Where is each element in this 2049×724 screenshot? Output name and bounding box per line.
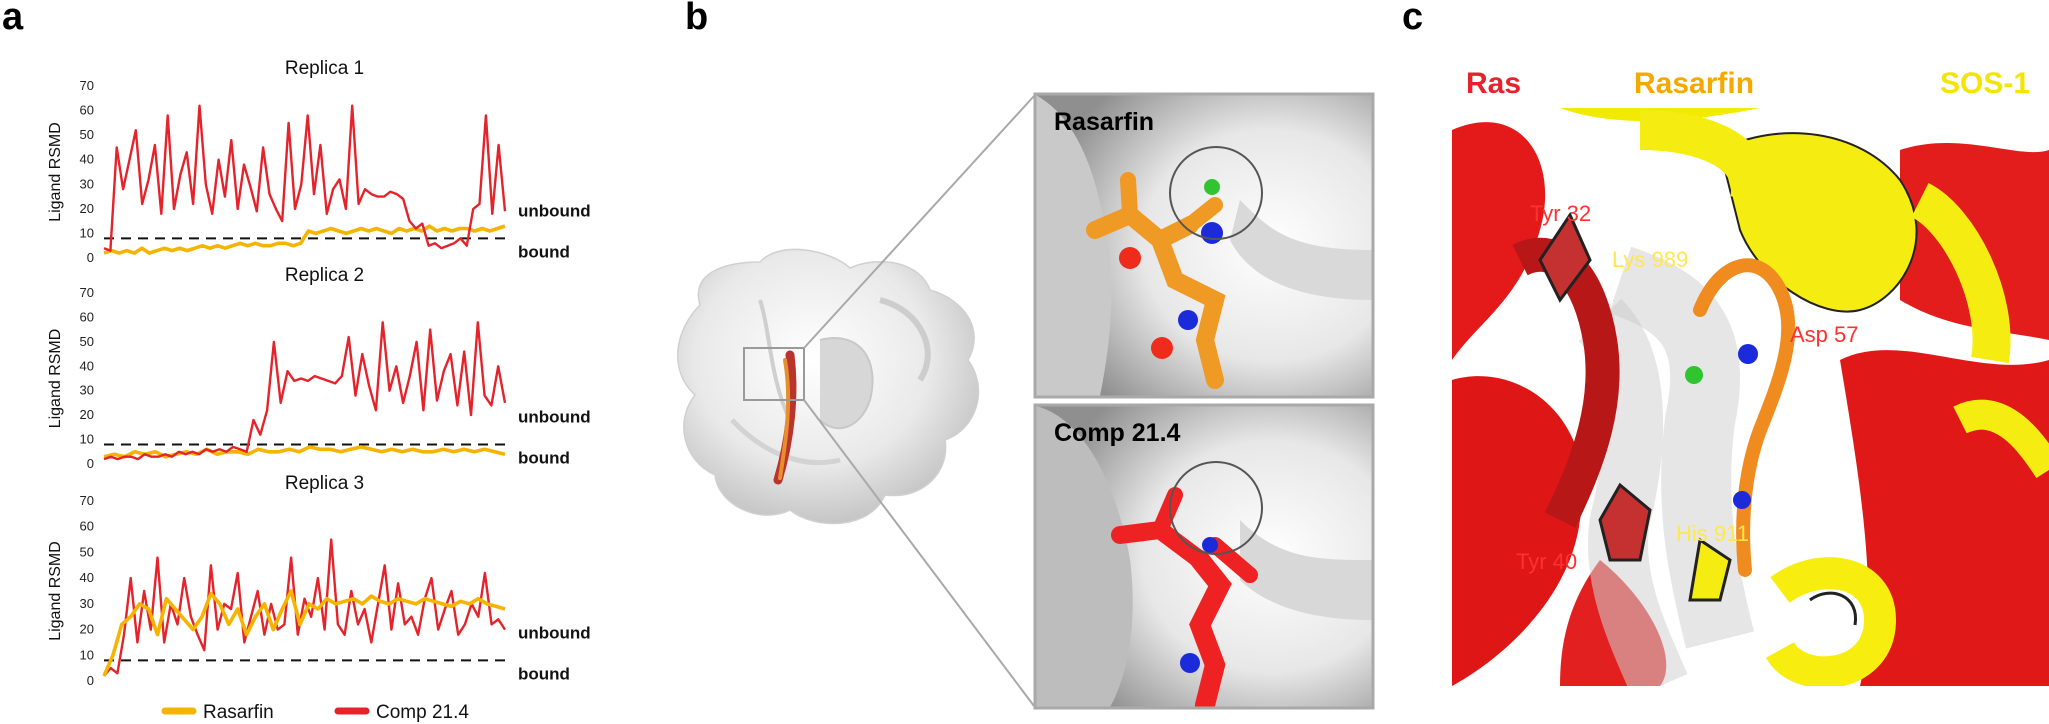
series-comp-21-4 bbox=[103, 321, 507, 461]
state-unbound-label: unbound bbox=[518, 407, 591, 426]
y-axis-label: Ligand RSMD bbox=[47, 541, 64, 641]
legend-label-1: Comp 21.4 bbox=[376, 702, 469, 723]
y-tick-label: 0 bbox=[87, 456, 94, 471]
y-tick-label: 30 bbox=[80, 383, 94, 398]
header-sos1: SOS-1 bbox=[1940, 67, 2030, 100]
state-bound-label: bound bbox=[518, 664, 570, 683]
y-tick-label: 0 bbox=[87, 673, 94, 688]
y-axis-label: Ligand RSMD bbox=[47, 122, 64, 222]
series-rasarfin bbox=[103, 224, 506, 255]
y-tick-label: 60 bbox=[80, 519, 94, 534]
y-tick-label: 50 bbox=[80, 544, 94, 559]
legend-label-0: Rasarfin bbox=[203, 702, 274, 723]
y-tick-label: 40 bbox=[80, 152, 94, 167]
y-tick-label: 10 bbox=[80, 225, 94, 240]
y-tick-label: 60 bbox=[80, 103, 94, 118]
series-rasarfin bbox=[102, 589, 506, 677]
header-ras: Ras bbox=[1466, 67, 1521, 100]
residue-his911: His 911 bbox=[1676, 521, 1749, 546]
y-tick-label: 0 bbox=[87, 250, 94, 265]
header-rasarfin: Rasarfin bbox=[1634, 67, 1754, 100]
state-bound-label: bound bbox=[518, 242, 570, 261]
state-bound-label: bound bbox=[518, 448, 570, 467]
y-tick-label: 60 bbox=[80, 309, 94, 324]
y-tick-label: 10 bbox=[80, 647, 94, 662]
series-comp-21-4 bbox=[103, 104, 507, 252]
panel-a-rmsd-charts: Replica 1 Ligand RSMD 0 10 20 30 40 50 60 70 unbou… bbox=[47, 58, 591, 723]
y-tick-label: 40 bbox=[80, 358, 94, 373]
panel-letter-c: c bbox=[1402, 0, 1424, 38]
residue-lys989: Lys 989 bbox=[1612, 247, 1688, 272]
state-unbound-label: unbound bbox=[518, 201, 591, 220]
panel-letter-a: a bbox=[2, 0, 24, 38]
y-tick-label: 20 bbox=[80, 622, 94, 637]
replica-title: Replica 3 bbox=[285, 473, 364, 494]
y-tick-label: 20 bbox=[80, 407, 94, 422]
y-tick-label: 50 bbox=[80, 334, 94, 349]
residue-tyr40: Tyr 40 bbox=[1516, 549, 1577, 574]
inset-comp-title: Comp 21.4 bbox=[1054, 419, 1181, 447]
y-tick-label: 70 bbox=[80, 285, 94, 300]
y-tick-label: 70 bbox=[80, 493, 94, 508]
y-tick-label: 20 bbox=[80, 201, 94, 216]
replica-title: Replica 2 bbox=[285, 265, 364, 286]
y-tick-label: 50 bbox=[80, 127, 94, 142]
panel-letter-b: b bbox=[685, 0, 709, 38]
y-tick-label: 10 bbox=[80, 432, 94, 447]
state-unbound-label: unbound bbox=[518, 623, 591, 642]
y-tick-label: 70 bbox=[80, 78, 94, 93]
replica-title: Replica 1 bbox=[285, 58, 364, 79]
y-tick-label: 40 bbox=[80, 570, 94, 585]
y-tick-label: 30 bbox=[80, 176, 94, 191]
residue-asp57: Asp 57 bbox=[1790, 322, 1859, 347]
inset-rasarfin-title: Rasarfin bbox=[1054, 108, 1154, 136]
y-tick-label: 30 bbox=[80, 596, 94, 611]
y-axis-label: Ligand RSMD bbox=[47, 329, 64, 429]
residue-tyr32: Tyr 32 bbox=[1530, 201, 1591, 226]
